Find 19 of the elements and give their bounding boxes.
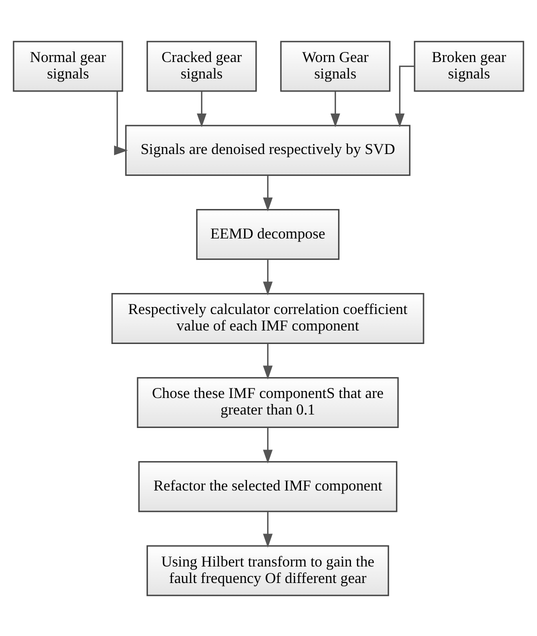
node-box: EEMD decompose: [196, 208, 340, 260]
node-box: Refactor the selected IMF component: [138, 460, 398, 512]
arrow: [394, 65, 414, 127]
arrow: [262, 427, 273, 463]
arrow: [330, 91, 340, 127]
node-box: Using Hilbert transform to gain the fault frequency Of different gear: [146, 544, 390, 596]
node-box: Cracked gear signals: [146, 40, 257, 92]
arrow: [262, 511, 273, 548]
arrow: [262, 343, 273, 379]
node-box: Broken gear signals: [414, 40, 524, 92]
arrow: [196, 91, 206, 127]
node-box: Respectively calculator correlation coefficient value of each IMF component: [111, 292, 424, 344]
arrow: [262, 175, 273, 211]
arrow: [114, 91, 128, 155]
arrow: [262, 259, 273, 295]
node-box: Chose these IMF componentS that are greater than 0.1: [136, 376, 399, 428]
node-box: Worn Gear signals: [280, 40, 390, 92]
node-box: Normal gear signals: [12, 40, 124, 92]
node-box: Signals are denoised respectively by SVD: [125, 124, 410, 176]
